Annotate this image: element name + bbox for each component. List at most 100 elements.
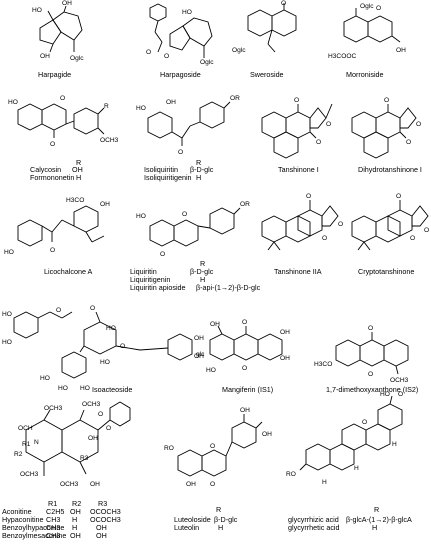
calycosin-row-2-name: Formononetin (30, 173, 74, 182)
aconitine-row-2-r1: CH3 (46, 515, 60, 524)
licochalcone-sub-1: H3CO (66, 197, 84, 204)
luteoloside-row-2-name: Luteolin (174, 523, 199, 532)
structure-morroniside: Oglc O H3COOC OH Morroniside (328, 3, 406, 79)
liquiritin-row-2-name: Liquiritigenin (130, 275, 170, 284)
tanshinone-1-sub-3: O (326, 121, 331, 128)
dihydrotanshinone-sub-2: O (406, 139, 411, 146)
aconitine-row-3-r3: OH (96, 523, 107, 532)
aconitine-row-2-r2: H (72, 515, 77, 524)
structure-harpagide: HO OH OH Oglc Harpagide (32, 0, 84, 79)
liquiritin-row-2-r: H (200, 275, 205, 284)
luteoloside-row-1-name: Luteoloside (174, 515, 211, 524)
isoacteoside-sub-5: HO (106, 325, 116, 332)
calycosin-sub-4: R (104, 103, 109, 110)
glycyrrhizic-row-2-r: H (372, 523, 377, 532)
isoliquiritin-sub-3: OR (230, 95, 240, 102)
dimethoxyxanthone-sub-1: H3CO (314, 361, 332, 368)
aconitine-row-1-r2: OH (70, 507, 81, 516)
isoacteoside-sub-12: HO (80, 385, 90, 392)
aconitine-sub-7: N (34, 439, 39, 446)
harpagoside-sub-2: O (146, 49, 151, 56)
luteoloside-sub-6: O (210, 481, 215, 488)
calycosin-row-1-r: OH (72, 165, 83, 174)
isoliquiritin-table-header: R (196, 158, 201, 167)
aconitine-row-2-r3: OCOCH3 (90, 515, 121, 524)
harpagide-sub-2: OH (62, 0, 72, 7)
luteoloside-sub-2: OH (240, 407, 250, 414)
luteoloside-sub-4: OH (262, 431, 272, 438)
aconitine-row-4-name: Benzoylmesaconine (2, 531, 66, 540)
dihydrotanshinone-sub-1: O (384, 97, 389, 104)
isoacteoside-sub-6: OH (194, 335, 204, 342)
isoacteoside-sub-11: HO (58, 385, 68, 392)
harpagide-sub-3: OH (40, 53, 50, 60)
structure-liquiritin: HO O OR O R Liquiritin β-D-glc Liquiriti… (130, 201, 261, 292)
aconitine-sub-6: R1 (22, 441, 31, 448)
harpagoside-sub-3: O (164, 53, 169, 60)
calycosin-row-2-r: H (76, 173, 81, 182)
aconitine-row-1-name: Aconitine (2, 507, 32, 516)
aconitine-sub-11: OH (90, 481, 100, 488)
harpagide-label: Harpagide (38, 70, 71, 79)
luteoloside-sub-3: O (210, 443, 215, 450)
morroniside-label: Morroniside (346, 70, 384, 79)
aconitine-sub-12: O (106, 425, 111, 432)
aconitine-row-4-r1: CH3 (46, 531, 60, 540)
glycyrrhizic-row-1-r: β-glcA-(1→2)-β-glcA (346, 515, 412, 524)
isoacteoside-sub-10: HO (40, 375, 50, 382)
luteoloside-sub-5: OH (186, 481, 196, 488)
calycosin-sub-2: O (60, 95, 65, 102)
aconitine-sub-13: O (98, 411, 103, 418)
liquiritin-table-header: R (200, 259, 205, 268)
cryptotanshinone-sub-3: O (424, 227, 429, 234)
cryptotanshinone-label: Cryptotanshinone (358, 267, 414, 276)
liquiritin-row-3-r: β-api-(1→2)-β-D-glc (196, 283, 261, 292)
liquiritin-sub-2: O (182, 211, 187, 218)
luteoloside-sub-1: RO (164, 445, 174, 452)
harpagoside-label: Harpagoside (160, 70, 201, 79)
structure-dihydrotanshinone: O O O Dihydrotanshinone I (351, 97, 422, 174)
structure-dimethoxyxanthone: H3CO O OCH3 O 1,7-dimethoxyxanthone (IS2… (314, 325, 418, 394)
tanshinone-2a-sub-2: O (322, 235, 327, 242)
mangiferin-sub-4: HO (206, 367, 216, 374)
sweroside-sub-2: Oglc (232, 47, 246, 54)
glycyrrhizic-sub-4: H (322, 479, 327, 486)
calycosin-sub-3: O (50, 141, 55, 148)
isoliquiritin-sub-1: HO (136, 105, 146, 112)
tanshinone-1-sub-2: O (316, 139, 321, 146)
aconitine-row-1-r3: OCOCH3 (90, 507, 121, 516)
isoacteoside-sub-7: O (120, 343, 125, 350)
structure-harpagoside: HO O O Oglc Harpagoside (146, 3, 214, 79)
structure-luteoloside: RO OH O OH OH O R Luteoloside β-D-glc Lu… (164, 407, 272, 532)
licochalcone-sub-4: O (50, 247, 55, 254)
tanshinone-2a-sub-3: O (338, 221, 343, 228)
morroniside-sub-4: OH (396, 47, 406, 54)
aconitine-sub-8: OH (88, 435, 98, 442)
structure-glycyrrhizic: HO O RO H H O H R glycyrrhizic acid β-gl… (286, 391, 412, 532)
aconitine-header-r2: R2 (72, 499, 81, 508)
tanshinone-2a-sub-1: O (306, 193, 311, 200)
aconitine-sub-5: R2 (14, 451, 23, 458)
tanshinone-2a-label: Tanshinone IIA (274, 267, 322, 276)
mangiferin-sub-1: OH (210, 321, 220, 328)
aconitine-row-3-r1: CH3 (46, 523, 60, 532)
isoliquiritin-row-1-name: Isoliquiritin (144, 165, 178, 174)
structure-tanshinone-1: O O O Tanshinone I (261, 97, 333, 174)
calycosin-sub-1: HO (8, 99, 18, 106)
cryptotanshinone-sub-1: O (396, 193, 401, 200)
dimethoxyxanthone-sub-3: OCH3 (390, 377, 409, 384)
aconitine-sub-10: OCH3 (60, 481, 79, 488)
luteoloside-table-header: R (216, 505, 221, 514)
luteoloside-row-1-r: β-D-glc (214, 515, 238, 524)
tanshinone-1-sub-1: O (294, 97, 299, 104)
isoacteoside-sub-4: O (90, 305, 95, 312)
harpagoside-sub-1: HO (182, 9, 192, 16)
isoacteoside-sub-1: HO (2, 311, 12, 318)
glycyrrhizic-sub-7: H (392, 441, 397, 448)
aconitine-sub-1: OCH3 (44, 405, 63, 412)
isoacteoside-label: Isoacteoside (92, 385, 132, 394)
structure-licochalcone: H3CO OH HO O Licochalcone A (4, 197, 110, 276)
isoacteoside-sub-8: OH (194, 353, 204, 360)
mangiferin-sub-2: OH (280, 329, 290, 336)
